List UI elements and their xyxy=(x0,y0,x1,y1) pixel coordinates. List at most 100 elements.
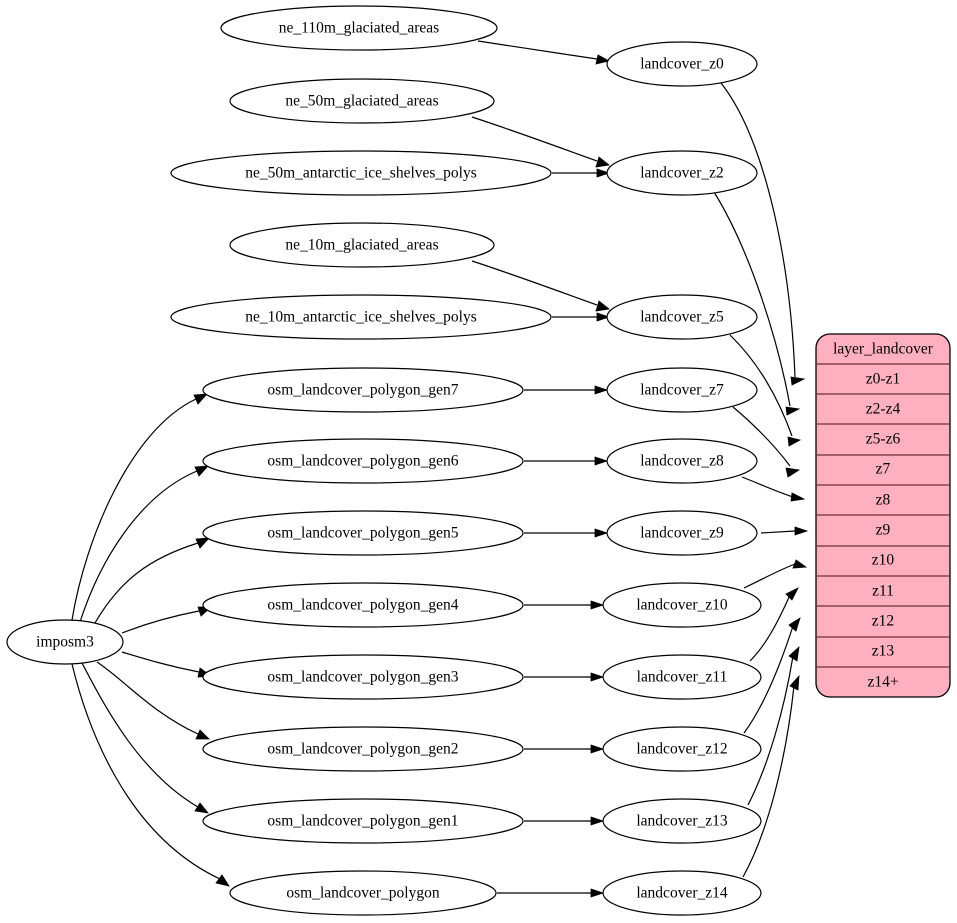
landcover-z12-label: landcover_z12 xyxy=(636,741,727,758)
edge-z13-to-row-z13 xyxy=(747,645,800,806)
node-landcover-z5[interactable]: landcover_z5 xyxy=(606,294,758,340)
osm-landcover-polygon-ellipse xyxy=(229,870,497,916)
ne-10m-antarctic-ice-shelves-polys-label: ne_10m_antarctic_ice_shelves_polys xyxy=(245,309,477,326)
table-row-z8[interactable]: z8 xyxy=(876,492,891,509)
osm-landcover-polygon-gen7-label: osm_landcover_polygon_gen7 xyxy=(267,382,458,399)
edge-z0-to-row-z0z1 xyxy=(720,82,806,386)
edge-z5-to-row-z5z6 xyxy=(729,334,802,447)
osm-landcover-polygon-gen4-ellipse xyxy=(202,582,524,628)
ne-10m-glaciated-areas-label: ne_10m_glaciated_areas xyxy=(285,237,438,254)
landcover-z7-ellipse xyxy=(606,367,758,413)
node-osm-landcover-polygon-gen7[interactable]: osm_landcover_polygon_gen7 xyxy=(202,367,524,413)
edge-imposm3-to-gen5 xyxy=(94,537,210,624)
landcover-z2-label: landcover_z2 xyxy=(640,165,724,182)
edge-gen1-to-z13 xyxy=(524,816,605,826)
landcover-z0-label: landcover_z0 xyxy=(640,56,724,73)
node-osm-landcover-polygon-gen1[interactable]: osm_landcover_polygon_gen1 xyxy=(202,798,524,844)
landcover-z5-label: landcover_z5 xyxy=(640,309,724,326)
table-row-z12[interactable]: z12 xyxy=(872,613,894,630)
imposm3-ellipse xyxy=(6,619,124,665)
table-row-z13[interactable]: z13 xyxy=(872,643,895,660)
edge-gen3-to-z11 xyxy=(524,672,605,682)
edge-imposm3-to-polygon xyxy=(71,663,230,887)
edge-ne50mshelves-to-z2 xyxy=(552,168,611,178)
edge-imposm3-to-gen1 xyxy=(81,662,209,814)
node-landcover-z11[interactable]: landcover_z11 xyxy=(602,654,762,700)
ne-50m-antarctic-ice-shelves-polys-label: ne_50m_antarctic_ice_shelves_polys xyxy=(245,165,477,182)
node-landcover-z8[interactable]: landcover_z8 xyxy=(606,438,758,484)
osm-landcover-polygon-gen1-label: osm_landcover_polygon_gen1 xyxy=(267,813,458,830)
node-layer-landcover-table[interactable]: layer_landcover z0-z1 z2-z4 z5-z6 z7 z8 … xyxy=(815,333,951,698)
node-ne-10m-antarctic-ice-shelves-polys[interactable]: ne_10m_antarctic_ice_shelves_polys xyxy=(170,294,552,340)
landcover-z10-ellipse xyxy=(602,582,762,628)
landcover-z13-label: landcover_z13 xyxy=(636,813,727,830)
node-landcover-z14[interactable]: landcover_z14 xyxy=(602,870,762,916)
ne-50m-antarctic-ice-shelves-polys-ellipse xyxy=(170,150,552,196)
osm-landcover-polygon-gen1-ellipse xyxy=(202,798,524,844)
table-row-z5-z6[interactable]: z5-z6 xyxy=(866,431,901,448)
node-landcover-z13[interactable]: landcover_z13 xyxy=(602,798,762,844)
osm-landcover-polygon-gen2-label: osm_landcover_polygon_gen2 xyxy=(267,741,458,758)
node-osm-landcover-polygon-gen2[interactable]: osm_landcover_polygon_gen2 xyxy=(202,726,524,772)
node-imposm3[interactable]: imposm3 xyxy=(6,619,124,665)
node-landcover-z10[interactable]: landcover_z10 xyxy=(602,582,762,628)
node-osm-landcover-polygon[interactable]: osm_landcover_polygon xyxy=(229,870,497,916)
osm-landcover-polygon-gen3-label: osm_landcover_polygon_gen3 xyxy=(267,669,458,686)
edge-z11-to-row-z11 xyxy=(749,587,799,662)
landcover-z8-label: landcover_z8 xyxy=(640,453,724,470)
table-row-z9[interactable]: z9 xyxy=(876,522,891,539)
node-ne-50m-antarctic-ice-shelves-polys[interactable]: ne_50m_antarctic_ice_shelves_polys xyxy=(170,150,552,196)
node-ne-110m-glaciated-areas[interactable]: ne_110m_glaciated_areas xyxy=(220,5,498,51)
node-osm-landcover-polygon-gen6[interactable]: osm_landcover_polygon_gen6 xyxy=(202,438,524,484)
table-row-z11[interactable]: z11 xyxy=(872,583,894,600)
osm-landcover-polygon-gen6-label: osm_landcover_polygon_gen6 xyxy=(267,453,458,470)
table-row-z7[interactable]: z7 xyxy=(876,461,891,478)
edge-z8-to-row-z8 xyxy=(741,476,806,502)
edge-z14-to-row-z14plus xyxy=(742,674,800,878)
edge-gen7-to-z7 xyxy=(524,385,609,395)
landcover-z14-ellipse xyxy=(602,870,762,916)
osm-landcover-polygon-gen5-label: osm_landcover_polygon_gen5 xyxy=(267,525,458,542)
landcover-z10-label: landcover_z10 xyxy=(636,597,727,614)
osm-landcover-polygon-gen5-ellipse xyxy=(202,510,524,556)
osm-landcover-polygon-gen6-ellipse xyxy=(202,438,524,484)
landcover-z12-ellipse xyxy=(602,726,762,772)
edge-imposm3-to-gen4 xyxy=(121,606,213,634)
landcover-z7-label: landcover_z7 xyxy=(640,382,724,399)
edge-imposm3-to-gen2 xyxy=(96,661,210,740)
edges-layer xyxy=(71,40,809,898)
node-landcover-z7[interactable]: landcover_z7 xyxy=(606,367,758,413)
landcover-z0-ellipse xyxy=(606,41,758,87)
osm-landcover-polygon-gen2-ellipse xyxy=(202,726,524,772)
ne-50m-glaciated-areas-label: ne_50m_glaciated_areas xyxy=(285,93,438,110)
table-row-z14-plus[interactable]: z14+ xyxy=(867,674,898,691)
node-osm-landcover-polygon-gen3[interactable]: osm_landcover_polygon_gen3 xyxy=(202,654,524,700)
landcover-z5-ellipse xyxy=(606,294,758,340)
node-osm-landcover-polygon-gen5[interactable]: osm_landcover_polygon_gen5 xyxy=(202,510,524,556)
landcover-z11-ellipse xyxy=(602,654,762,700)
node-ne-10m-glaciated-areas[interactable]: ne_10m_glaciated_areas xyxy=(229,222,495,268)
node-landcover-z12[interactable]: landcover_z12 xyxy=(602,726,762,772)
edge-z2-to-row-z2z4 xyxy=(713,191,801,416)
node-landcover-z0[interactable]: landcover_z0 xyxy=(606,41,758,87)
edge-z12-to-row-z12 xyxy=(743,617,801,734)
node-landcover-z9[interactable]: landcover_z9 xyxy=(606,510,758,556)
osm-landcover-polygon-gen4-label: osm_landcover_polygon_gen4 xyxy=(267,597,458,614)
edge-z9-to-row-z9 xyxy=(760,526,809,536)
table-row-z0-z1[interactable]: z0-z1 xyxy=(866,371,900,388)
osm-landcover-polygon-gen3-ellipse xyxy=(202,654,524,700)
edge-gen2-to-z12 xyxy=(524,744,605,754)
edge-gen6-to-z8 xyxy=(524,456,609,466)
edge-imposm3-to-gen3 xyxy=(121,651,213,678)
layer-landcover-header: layer_landcover xyxy=(833,341,934,358)
node-landcover-z2[interactable]: landcover_z2 xyxy=(606,150,758,196)
table-row-z10[interactable]: z10 xyxy=(872,552,895,569)
node-osm-landcover-polygon-gen4[interactable]: osm_landcover_polygon_gen4 xyxy=(202,582,524,628)
edge-ne10mshelves-to-z5 xyxy=(552,312,611,322)
table-row-z2-z4[interactable]: z2-z4 xyxy=(866,401,901,418)
ne-110m-glaciated-areas-ellipse xyxy=(220,5,498,51)
edge-z10-to-row-z10 xyxy=(743,559,808,589)
ne-10m-antarctic-ice-shelves-polys-ellipse xyxy=(170,294,552,340)
edge-imposm3-to-gen7 xyxy=(71,393,208,621)
node-ne-50m-glaciated-areas[interactable]: ne_50m_glaciated_areas xyxy=(229,78,495,124)
